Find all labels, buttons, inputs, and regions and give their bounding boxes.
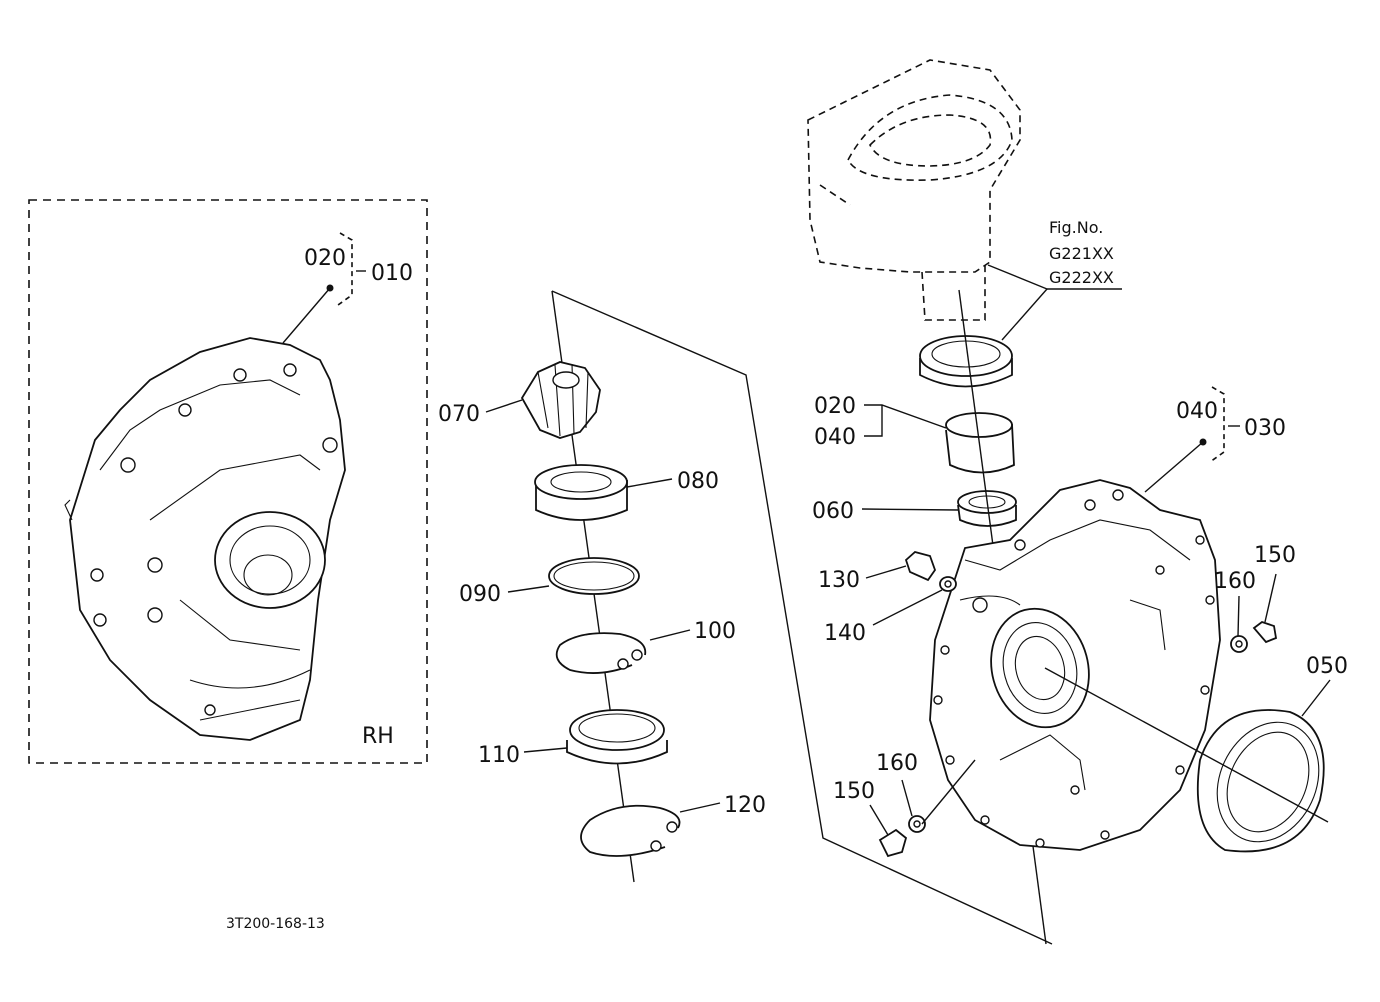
label-130: 130 <box>818 568 860 593</box>
part-100-snap-ring <box>555 632 647 674</box>
label-160-bottom: 160 <box>876 751 918 776</box>
label-110: 110 <box>478 743 520 768</box>
label-060: 060 <box>812 499 854 524</box>
rh-housing-drawing <box>64 337 346 741</box>
label-120: 120 <box>724 793 766 818</box>
label-030: 030 <box>1244 416 1286 441</box>
part-130-plug <box>904 551 937 582</box>
rh-assembly-box: 020 010 RH <box>28 199 428 764</box>
drawing-code: 3T200-168-13 <box>226 916 325 932</box>
part-050-oil-seal <box>1196 709 1325 853</box>
label-010: 010 <box>371 261 413 286</box>
label-150-bottom: 150 <box>833 779 875 804</box>
label-070: 070 <box>438 402 480 427</box>
part-120-snap-ring <box>580 804 681 857</box>
reference-upper-housing <box>807 59 1021 321</box>
part-030-main-housing <box>929 479 1221 851</box>
part-090-ring <box>548 557 640 595</box>
label-040-right: 040 <box>1176 399 1218 424</box>
fig-ref-g222xx: G222XX <box>1049 268 1114 287</box>
part-080-bearing <box>534 464 628 521</box>
fig-no-label: Fig.No. <box>1049 218 1103 237</box>
label-020: 020 <box>814 394 856 419</box>
label-040: 040 <box>814 425 856 450</box>
label-100: 100 <box>694 619 736 644</box>
part-070-bevel-gear <box>520 361 601 439</box>
label-080: 080 <box>677 469 719 494</box>
part-150-bolt-bottom <box>878 828 908 858</box>
part-150-bolt-right <box>1252 620 1278 644</box>
part-110-bushing <box>566 709 668 765</box>
label-090: 090 <box>459 582 501 607</box>
label-140: 140 <box>824 621 866 646</box>
label-rh: RH <box>362 724 394 749</box>
label-050: 050 <box>1306 654 1348 679</box>
label-160-right: 160 <box>1214 569 1256 594</box>
fig-ref-g221xx: G221XX <box>1049 244 1114 263</box>
label-150-right: 150 <box>1254 543 1296 568</box>
label-020-rh: 020 <box>304 246 346 271</box>
center-exploded-stack: 070 080 090 100 110 120 <box>438 290 1053 945</box>
reference-tapered-bearing <box>919 335 1013 388</box>
